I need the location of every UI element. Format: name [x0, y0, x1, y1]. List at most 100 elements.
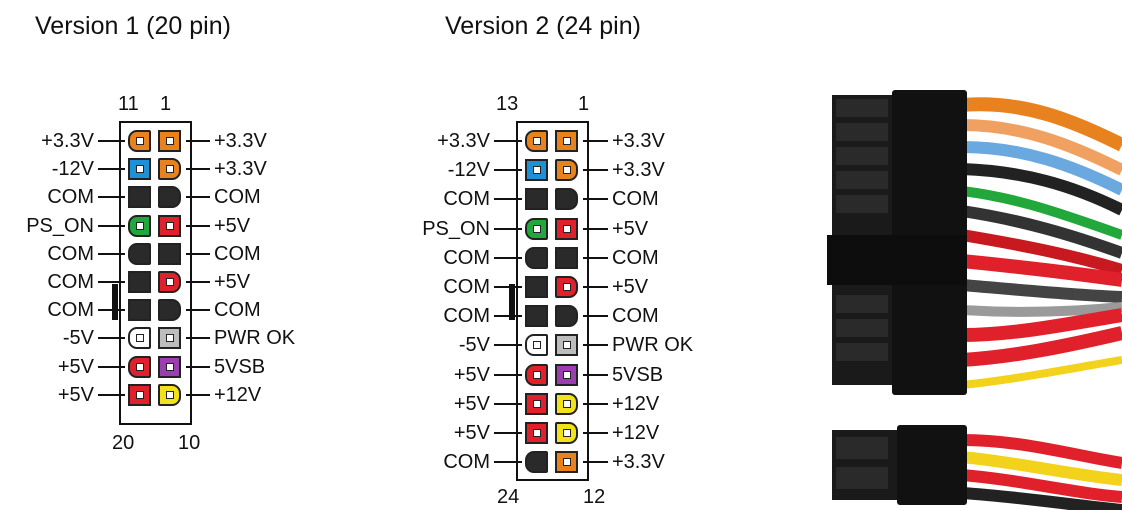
pin-contact: [135, 334, 144, 342]
pin-contact: [135, 222, 144, 230]
pin-label-left: -12V: [51, 158, 94, 180]
pin-left: [525, 188, 548, 210]
pin-label-left: PS_ON: [422, 218, 490, 240]
pin-contact: [532, 429, 541, 437]
pin-contact: [165, 165, 174, 173]
pin-contact: [165, 137, 174, 145]
pin-label-right: +12V: [214, 384, 262, 406]
pin-label-left: PS_ON: [26, 215, 94, 237]
connector-housing: [516, 121, 589, 481]
pin-label-left: -12V: [447, 159, 490, 181]
pin-right: [555, 188, 578, 210]
pin-label-left: COM: [47, 299, 94, 321]
pin-left: [525, 451, 548, 473]
pin-number-top-right: 1: [578, 93, 590, 115]
pin-wire-left: [494, 228, 522, 230]
pin-left: [525, 334, 548, 356]
pin-right: [555, 451, 578, 473]
pin-contact: [562, 341, 571, 349]
pin-contact: [135, 363, 144, 371]
pin-left: [525, 276, 548, 298]
pin-wire-right: [583, 461, 608, 463]
pin-contact: [165, 278, 174, 286]
pin-wire-left: [494, 461, 522, 463]
pin-wire-right: [186, 196, 210, 198]
pin-wire-right: [186, 225, 210, 227]
pin-left: [525, 305, 548, 327]
pin-wire-left: [98, 225, 125, 227]
pin-left: [525, 130, 548, 152]
pin-label-left: COM: [47, 243, 94, 265]
pin-label-left: COM: [47, 271, 94, 293]
pin-contact: [532, 341, 541, 349]
pin-wire-right: [186, 394, 210, 396]
pin-contact: [135, 165, 144, 173]
pin-label-right: COM: [612, 305, 659, 327]
pin-contact: [135, 391, 144, 399]
pin-right: [158, 299, 181, 321]
pin-label-left: +5V: [453, 393, 490, 415]
connector-latch: [112, 284, 118, 320]
pin-label-right: PWR OK: [612, 334, 694, 356]
version-2-title: Version 2 (24 pin): [445, 12, 641, 40]
pin-wire-left: [494, 344, 522, 346]
pin-wire-left: [98, 366, 125, 368]
pin-wire-right: [583, 374, 608, 376]
pin-label-left: +5V: [57, 384, 94, 406]
pin-label-right: 5VSB: [612, 364, 664, 386]
pin-number-top-right: 1: [160, 93, 172, 115]
pin-right: [158, 215, 181, 237]
pin-contact: [165, 391, 174, 399]
pin-label-right: COM: [214, 186, 261, 208]
pin-wire-right: [186, 168, 210, 170]
pin-left: [128, 384, 151, 406]
pin-left: [128, 243, 151, 265]
pin-right: [555, 422, 578, 444]
pin-contact: [532, 137, 541, 145]
pin-wire-right: [583, 403, 608, 405]
pin-right: [555, 276, 578, 298]
pin-left: [525, 218, 548, 240]
pin-label-left: COM: [443, 188, 490, 210]
pin-contact: [165, 334, 174, 342]
pin-wire-left: [494, 315, 522, 317]
pin-wire-left: [494, 257, 522, 259]
pin-right: [555, 218, 578, 240]
pin-number-bottom-right: 10: [178, 432, 201, 454]
pin-wire-left: [494, 169, 522, 171]
pin-wire-right: [583, 257, 608, 259]
pin-wire-right: [186, 140, 210, 142]
pin-label-right: COM: [612, 247, 659, 269]
pin-right: [158, 243, 181, 265]
pin-label-right: +3.3V: [612, 130, 665, 152]
pin-left: [525, 159, 548, 181]
pin-wire-left: [98, 281, 125, 283]
pin-contact: [532, 225, 541, 233]
pin-wire-left: [494, 432, 522, 434]
pin-wire-right: [583, 140, 608, 142]
pin-wire-left: [494, 403, 522, 405]
pin-left: [128, 130, 151, 152]
pin-wire-left: [494, 286, 522, 288]
pin-right: [158, 158, 181, 180]
pin-left: [128, 327, 151, 349]
pin-number-bottom-left: 20: [112, 432, 135, 454]
connector-photo: [827, 90, 1122, 510]
pin-wire-right: [186, 366, 210, 368]
pin-wire-left: [98, 309, 125, 311]
pin-left: [525, 247, 548, 269]
pin-wire-right: [583, 286, 608, 288]
pin-label-right: +3.3V: [214, 158, 267, 180]
pin-right: [158, 130, 181, 152]
pin-label-right: COM: [214, 299, 261, 321]
pin-wire-right: [186, 337, 210, 339]
pin-left: [525, 422, 548, 444]
pin-number-bottom-left: 24: [497, 486, 520, 508]
pin-wire-right: [583, 228, 608, 230]
pin-label-left: COM: [443, 276, 490, 298]
pin-label-right: PWR OK: [214, 327, 296, 349]
pin-contact: [532, 371, 541, 379]
pin-left: [128, 271, 151, 293]
pin-number-top-left: 13: [496, 93, 519, 115]
pin-wire-left: [98, 168, 125, 170]
